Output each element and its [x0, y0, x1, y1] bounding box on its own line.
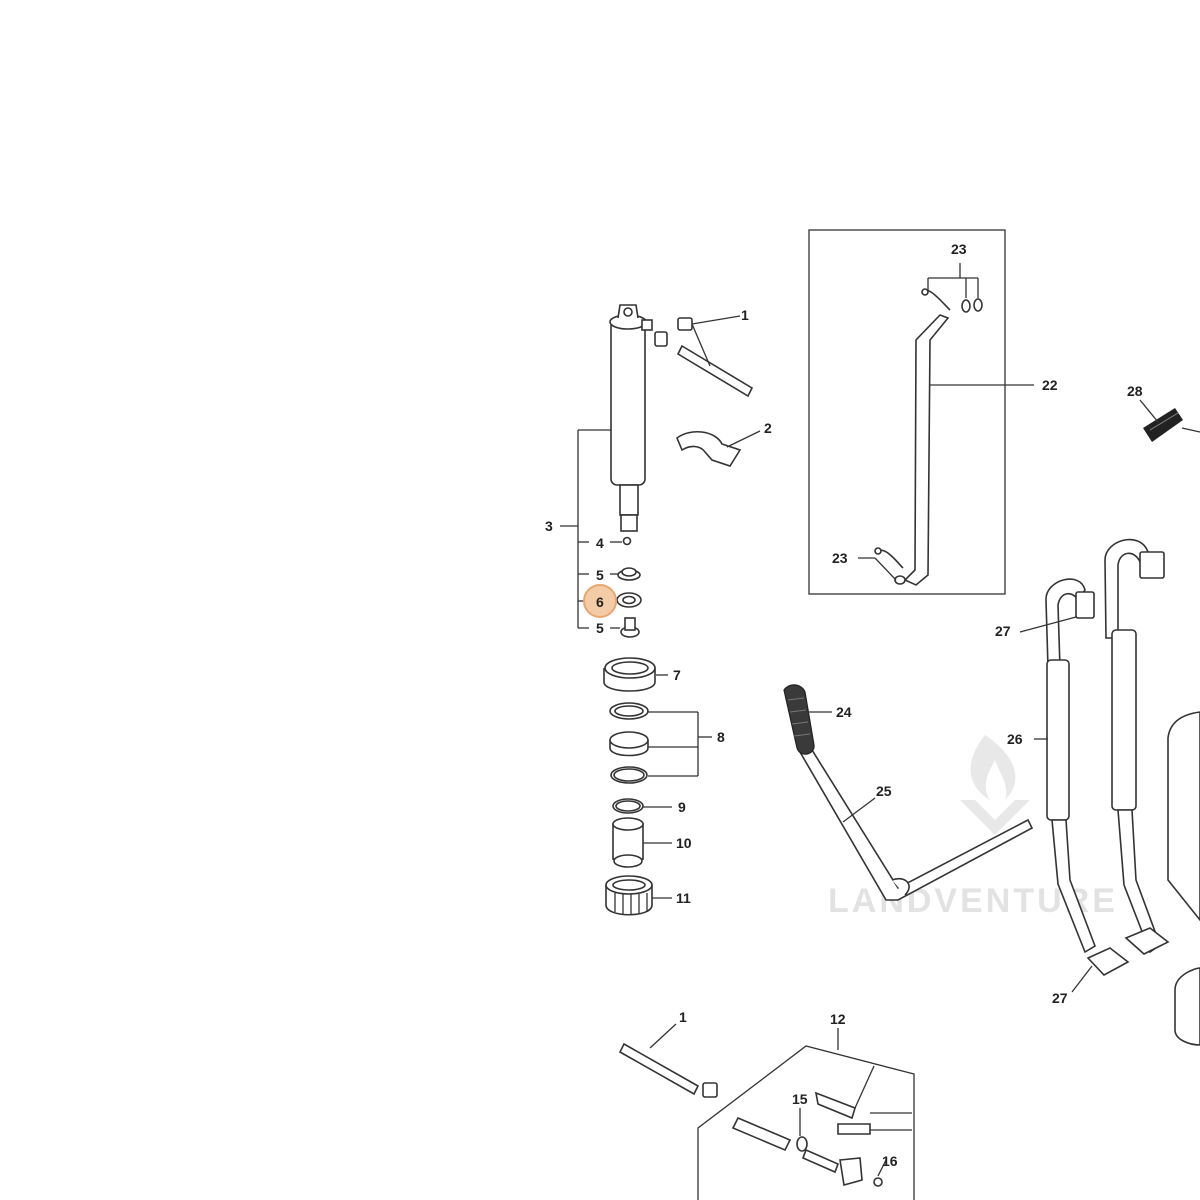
selected-part-highlight[interactable]	[583, 584, 617, 618]
o-ring-9	[612, 798, 672, 814]
label-part-27-bottom[interactable]: 27	[1052, 990, 1068, 1006]
cap-11	[605, 875, 672, 916]
label-part-5-bottom[interactable]: 5	[596, 620, 604, 636]
label-part-24[interactable]: 24	[836, 704, 852, 720]
nut-7	[603, 657, 668, 692]
label-part-28[interactable]: 28	[1127, 383, 1143, 399]
valve-seat-5-bottom	[610, 617, 640, 638]
label-part-2[interactable]: 2	[764, 420, 772, 436]
label-part-5-top[interactable]: 5	[596, 567, 604, 583]
label-part-1-bottom[interactable]: 1	[679, 1009, 687, 1025]
label-part-10[interactable]: 10	[676, 835, 692, 851]
handle-box	[808, 229, 1006, 595]
label-part-22[interactable]: 22	[1042, 377, 1058, 393]
label-pad-28	[1139, 399, 1200, 442]
label-part-26[interactable]: 26	[1007, 731, 1023, 747]
label-part-27-top[interactable]: 27	[995, 623, 1011, 639]
label-part-9[interactable]: 9	[678, 799, 686, 815]
buckle-27-bottom	[1071, 927, 1170, 993]
label-part-3[interactable]: 3	[545, 518, 553, 534]
lever-25	[798, 749, 1034, 901]
assembly-box-12	[697, 1028, 915, 1200]
watermark-logo	[960, 735, 1030, 835]
lever-grip-24	[783, 684, 832, 755]
label-part-16[interactable]: 16	[882, 1153, 898, 1169]
washer-6	[613, 592, 642, 608]
label-part-1-top[interactable]: 1	[741, 307, 749, 323]
label-part-12[interactable]: 12	[830, 1011, 846, 1027]
label-part-23-bottom[interactable]: 23	[832, 550, 848, 566]
pump-cylinder	[609, 304, 653, 532]
pump-bracket	[676, 430, 761, 467]
pump-rod-top	[654, 315, 754, 398]
label-part-7[interactable]: 7	[673, 667, 681, 683]
label-part-8[interactable]: 8	[717, 729, 725, 745]
label-part-23-top[interactable]: 23	[951, 241, 967, 257]
pin-clips-23-bottom	[858, 547, 906, 585]
label-part-6[interactable]: 6	[596, 594, 604, 610]
shoulder-strap-right	[1104, 538, 1165, 954]
pin-clips-23-top	[921, 263, 983, 313]
pump-rod-bottom	[618, 1023, 718, 1098]
seal-kit-8	[609, 702, 712, 784]
valve-seat-5-top	[610, 567, 641, 581]
label-part-4[interactable]: 4	[596, 535, 604, 551]
label-part-15[interactable]: 15	[792, 1091, 808, 1107]
tank-outline	[1167, 711, 1200, 1046]
label-part-11[interactable]: 11	[676, 890, 691, 906]
pump-handle-22	[903, 314, 1034, 586]
label-part-25[interactable]: 25	[876, 783, 892, 799]
sleeve-10	[612, 817, 672, 868]
shoulder-strap-left	[1019, 578, 1096, 954]
ball-valve-4	[610, 536, 632, 546]
